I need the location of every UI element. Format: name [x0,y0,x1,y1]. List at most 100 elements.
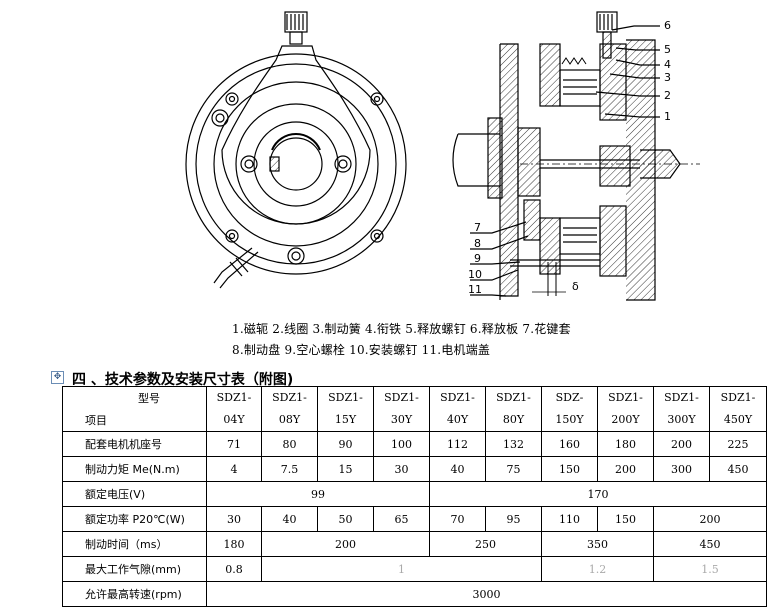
header-model-label: 型号 [138,392,160,405]
value-cell: 110 [541,506,598,532]
model-suffix: 200Y [611,413,640,426]
model-suffix: 04Y [223,413,245,426]
callout-9: 9 [474,252,481,265]
value-cell: 200 [653,431,710,457]
callout-10: 10 [468,268,482,281]
row-label-text: 最大工作气隙(mm) [85,563,182,576]
model-suffix: 300Y [667,413,696,426]
value-cell: 90 [317,431,374,457]
row-label: 允许最高转速(rpm) [62,581,207,607]
row-label: 额定功率 P20℃(W) [62,506,207,532]
value-cell: 1 [261,556,542,582]
value-cell: 50 [317,506,374,532]
row-label-text: 制动力矩 Me(N.m) [85,463,180,476]
value-cell: 150 [597,506,654,532]
value-cell: 200 [653,506,767,532]
value-cell: 170 [429,481,767,507]
model-header-cell: SDZ-150Y [541,386,598,432]
row-label-text: 额定功率 P20℃(W) [85,513,185,526]
brake-technical-drawings: 6 5 4 3 2 1 7 8 9 10 11 δ [185,11,700,301]
value-cell: 350 [541,531,654,557]
value-cell: 250 [429,531,542,557]
table-row: 允许最高转速(rpm) 3000 [62,581,767,607]
model-suffix: 40Y [446,413,469,426]
model-prefix: SDZ1- [608,391,643,404]
model-prefix: SDZ1- [328,391,363,404]
front-view-drawing [185,11,407,289]
row-label-text: 制动时间（ms） [85,538,168,551]
value-cell: 300 [653,456,710,482]
model-prefix: SDZ- [555,391,584,404]
model-header-cell: SDZ1- 450Y [709,386,767,432]
callout-4: 4 [664,58,671,71]
value-cell: 200 [597,456,654,482]
model-header-cell: SDZ1- 08Y [261,386,318,432]
value-cell: 3000 [206,581,767,607]
row-label: 配套电机机座号 [62,431,207,457]
value-cell: 132 [485,431,542,457]
callout-1: 1 [664,110,671,123]
model-suffix: 450Y [723,413,753,426]
value-cell: 65 [373,506,430,532]
model-header-cell: SDZ1- 200Y [597,386,654,432]
value-cell: 40 [429,456,486,482]
model-header-cell: SDZ1- 04Y [206,386,262,432]
callout-3: 3 [664,71,671,84]
model-prefix: SDZ1- [664,391,699,404]
value-cell: 4 [206,456,262,482]
value-cell: 40 [261,506,318,532]
header-corner-cell: 型号 项目 [62,386,207,432]
value-cell: 80 [261,431,318,457]
value-cell: 112 [429,431,486,457]
value-cell: 450 [709,456,767,482]
parts-legend-line-1: 1.磁轭 2.线圈 3.制动簧 4.衔铁 5.释放螺钉 6.释放板 7.花键套 [232,322,571,336]
row-label: 最大工作气隙(mm) [62,556,207,582]
header-item-label: 项目 [85,414,107,427]
row-label-text: 额定电压(V) [85,488,146,501]
value-cell: 30 [373,456,430,482]
model-prefix: SDZ1- [440,391,475,404]
model-prefix: SDZ1- [272,391,307,404]
callout-5: 5 [664,43,671,56]
value-cell: 160 [541,431,598,457]
value-cell: 180 [597,431,654,457]
value-cell: 150 [541,456,598,482]
row-label-text: 允许最高转速(rpm) [85,588,182,601]
value-cell: 99 [206,481,430,507]
value-cell: 180 [206,531,262,557]
model-prefix: SDZ1- [216,391,252,404]
value-cell: 30 [206,506,262,532]
callout-7: 7 [474,221,481,234]
callout-2: 2 [664,89,671,102]
model-header-cell: SDZ1- 15Y [317,386,374,432]
callout-8: 8 [474,237,481,250]
model-suffix: 15Y [334,413,357,426]
parts-legend-line-2: 8.制动盘 9.空心螺栓 10.安装螺钉 11.电机端盖 [232,343,491,357]
model-prefix: SDZ1- [496,391,531,404]
value-cell: 15 [317,456,374,482]
model-suffix: 08Y [278,413,301,426]
value-cell: 450 [653,531,767,557]
row-label: 制动力矩 Me(N.m) [62,456,207,482]
value-cell: 0.8 [206,556,262,582]
value-cell: 95 [485,506,542,532]
model-prefix: SDZ1- [720,391,756,404]
value-cell: 1.5 [653,556,767,582]
model-header-cell: SDZ1- 80Y [485,386,542,432]
model-suffix: 80Y [502,413,525,426]
value-cell: 100 [373,431,430,457]
section-view-drawing [452,11,700,301]
value-cell: 7.5 [261,456,318,482]
table-move-handle-icon[interactable]: ✥ [51,371,64,384]
value-cell: 1.2 [541,556,654,582]
model-header-cell: SDZ1- 40Y [429,386,486,432]
value-cell: 71 [206,431,262,457]
